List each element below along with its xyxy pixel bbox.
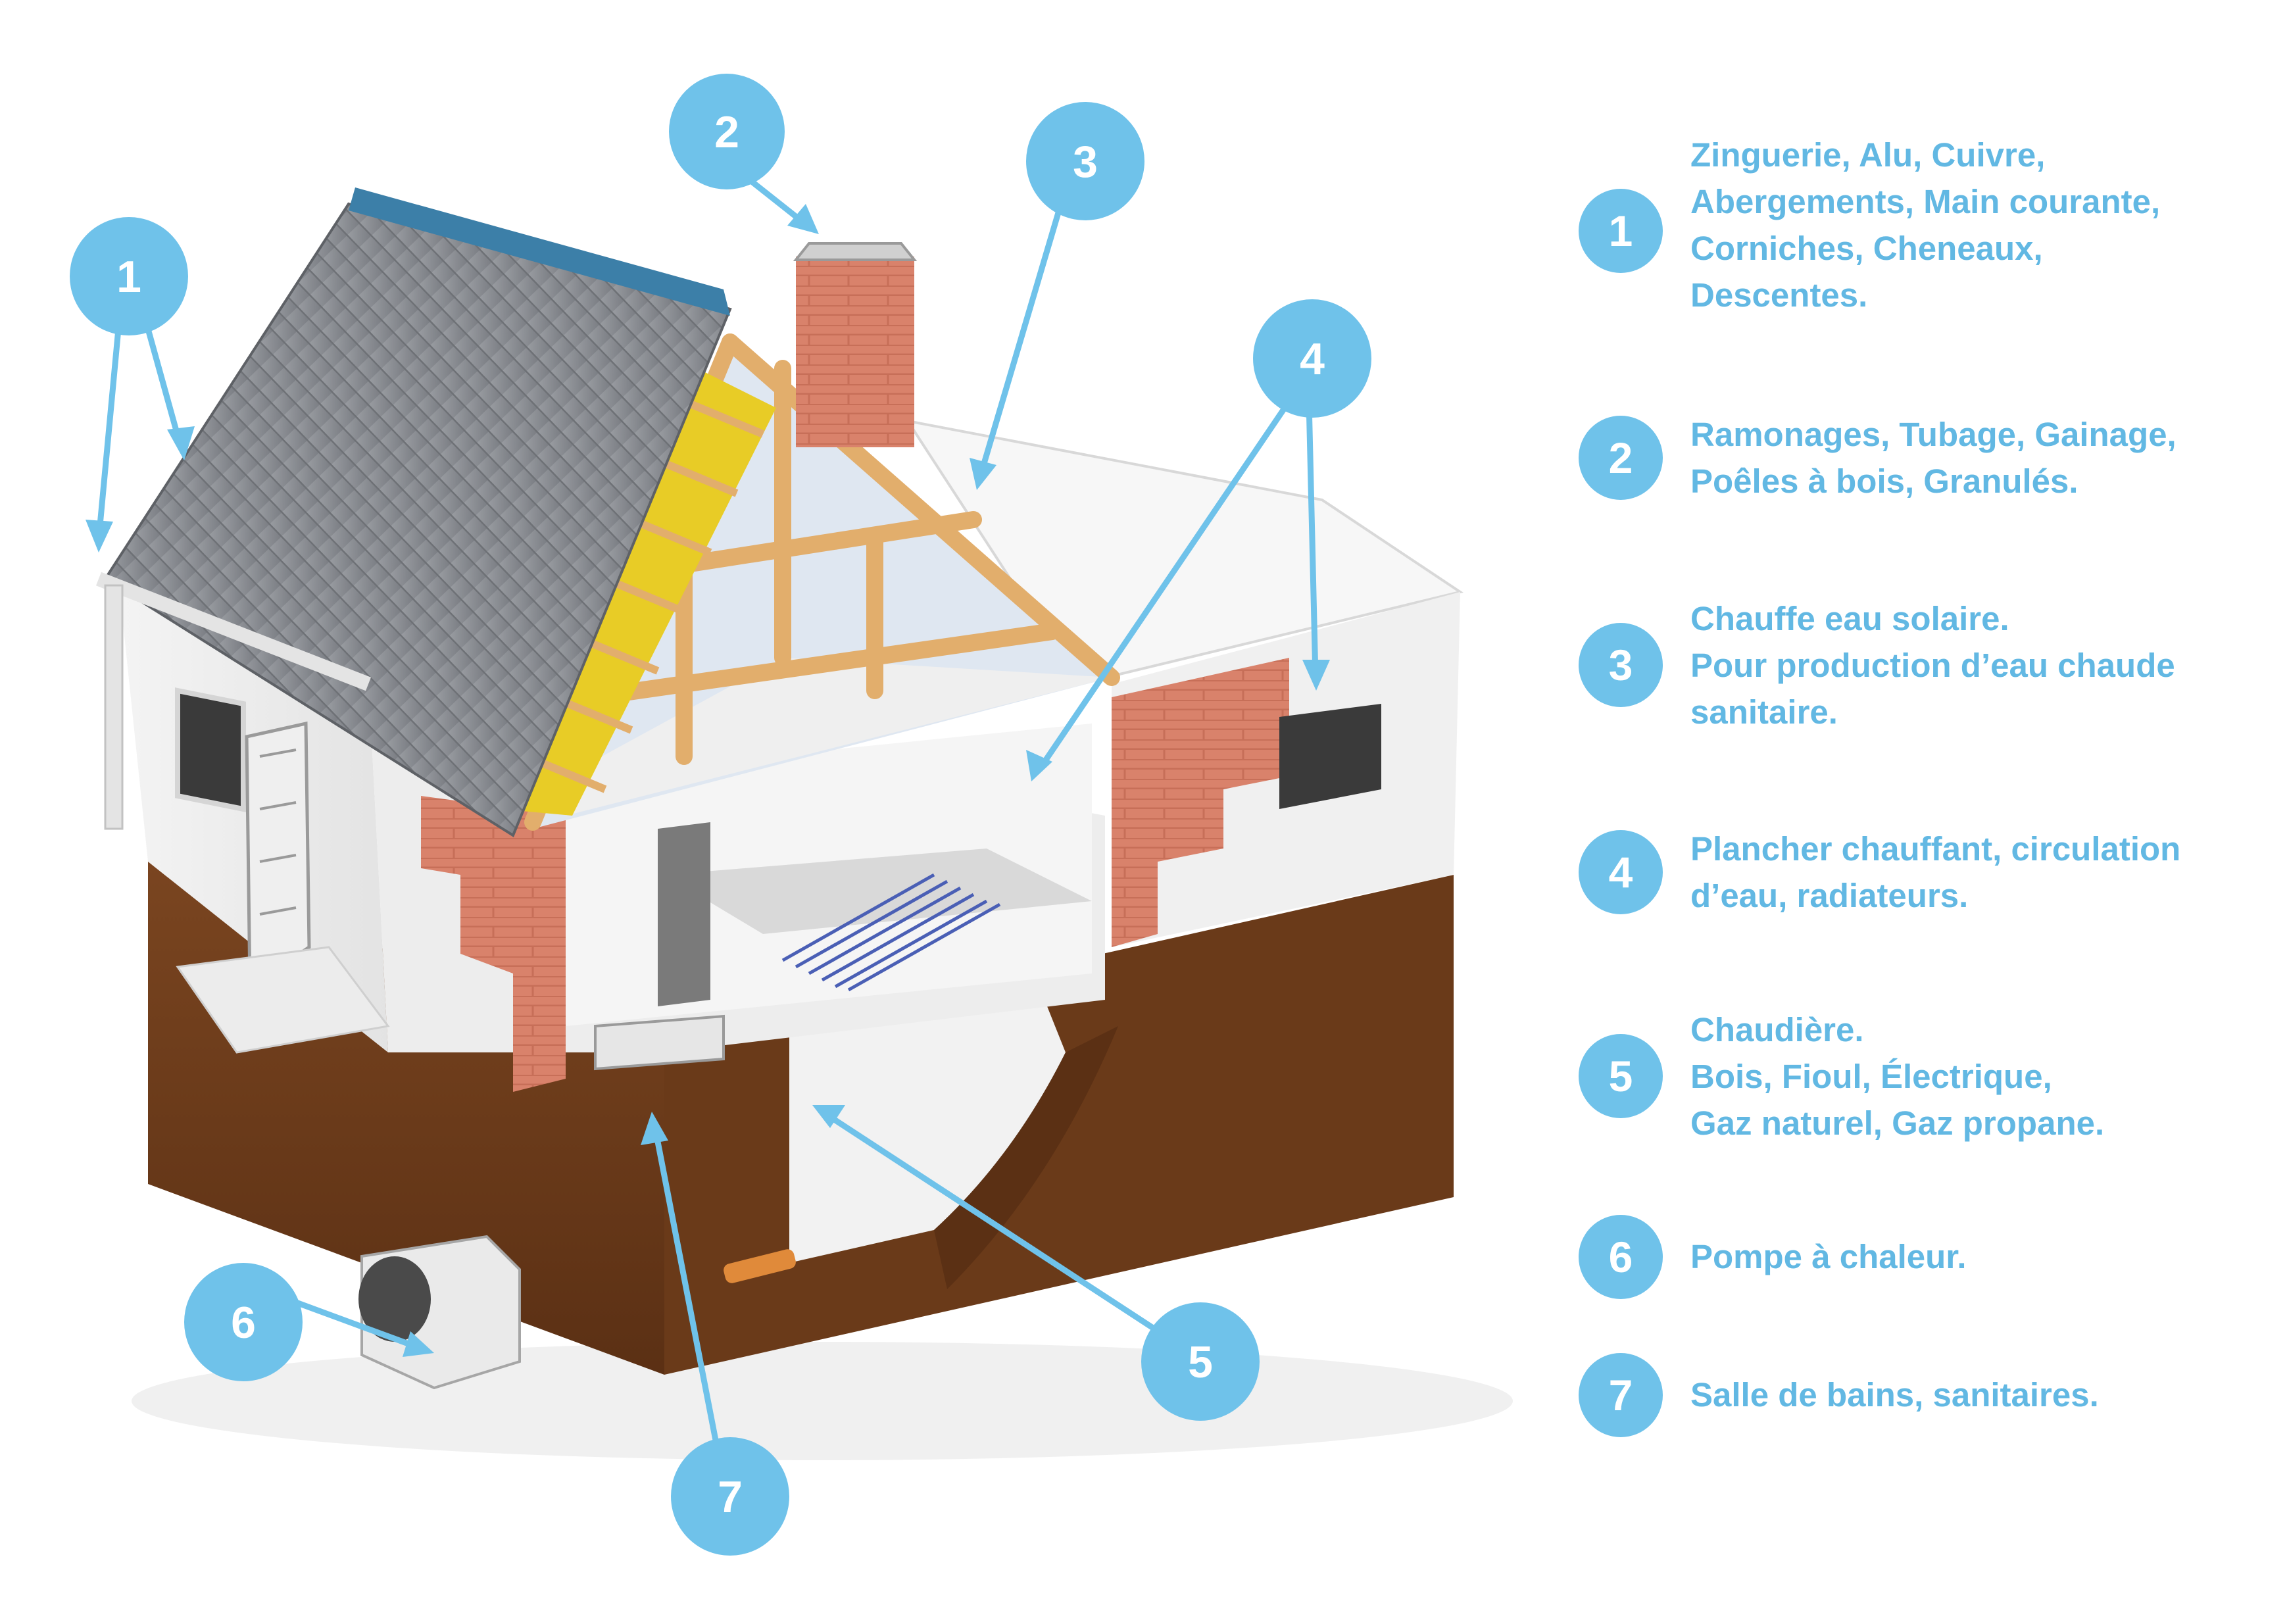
legend-badge-4: 4 xyxy=(1579,830,1663,914)
roof-ridge xyxy=(349,187,730,316)
interior-floor xyxy=(664,849,1092,934)
legend-line: Abergements, Main courante, xyxy=(1690,183,2161,220)
legend-badge-1: 1 xyxy=(1579,189,1663,273)
legend-text-3: Chauffe eau solaire. Pour production d’e… xyxy=(1690,595,2282,735)
legend-line: sanitaire. xyxy=(1690,693,1838,731)
underfloor-heating-pipes xyxy=(781,873,1001,992)
legend-line: Plancher chauffant, circulation xyxy=(1690,830,2181,868)
callout-7: 7 xyxy=(671,1437,789,1556)
legend-line: Zinguerie, Alu, Cuivre, xyxy=(1690,136,2046,174)
legend-text-5: Chaudière. Bois, Fioul, Électrique, Gaz … xyxy=(1690,1006,2282,1146)
legend-line: Descentes. xyxy=(1690,276,1868,314)
callout-4-label: 4 xyxy=(1300,334,1325,384)
gutter xyxy=(96,572,371,691)
legend-badge-3: 3 xyxy=(1579,623,1663,707)
legend-line: Salle de bains, sanitaires. xyxy=(1690,1376,2099,1414)
callout-5: 5 xyxy=(1141,1302,1260,1421)
legend-badge-6: 6 xyxy=(1579,1215,1663,1299)
legend-text-6: Pompe à chaleur. xyxy=(1690,1233,2282,1280)
callout-arrows xyxy=(95,161,1319,1450)
basement-pipes xyxy=(724,1249,796,1283)
callout-2-label: 2 xyxy=(714,107,739,157)
legend-text-2: Ramonages, Tubage, Gainage, Poêles à boi… xyxy=(1690,411,2282,504)
legend-badge-7: 7 xyxy=(1579,1353,1663,1437)
callout-1-label: 1 xyxy=(116,252,141,302)
callout-3-label: 3 xyxy=(1073,137,1098,187)
arrow-heads xyxy=(86,204,1330,1357)
legend-badge-2: 2 xyxy=(1579,416,1663,500)
soil-slope xyxy=(934,1026,1118,1289)
legend-line: Poêles à bois, Granulés. xyxy=(1690,462,2078,500)
chimney xyxy=(796,257,914,447)
callout-1: 1 xyxy=(70,217,188,335)
chimney-cap xyxy=(793,242,918,261)
bathroom-sink xyxy=(594,1014,725,1071)
callout-6: 6 xyxy=(184,1263,303,1381)
callout-3: 3 xyxy=(1026,102,1144,220)
callout-2: 2 xyxy=(669,74,785,189)
callout-7-label: 7 xyxy=(718,1472,743,1522)
rafter-battens xyxy=(524,397,765,793)
legend-badge-5: 5 xyxy=(1579,1034,1663,1118)
downpipe xyxy=(104,584,124,830)
legend-line: Corniches, Cheneaux, xyxy=(1690,230,2043,267)
front-step xyxy=(176,946,390,1054)
legend-text-7: Salle de bains, sanitaires. xyxy=(1690,1371,2282,1418)
legend-line: Gaz naturel, Gaz propane. xyxy=(1690,1104,2105,1142)
legend-text-1: Zinguerie, Alu, Cuivre, Abergements, Mai… xyxy=(1690,132,2282,318)
main-window xyxy=(175,687,246,812)
attic-floor xyxy=(566,658,1112,816)
ground-shadow xyxy=(132,1342,1513,1460)
callout-5-label: 5 xyxy=(1188,1337,1213,1387)
legend-line: Chauffe eau solaire. xyxy=(1690,600,2009,637)
door-panes xyxy=(259,749,297,916)
legend-line: Chaudière. xyxy=(1690,1011,1864,1048)
callout-6-label: 6 xyxy=(231,1298,256,1348)
basement-cutaway xyxy=(789,987,1066,1263)
legend-line: Bois, Fioul, Électrique, xyxy=(1690,1058,2052,1095)
legend-line: Pour production d’eau chaude xyxy=(1690,647,2175,684)
legend-line: Ramonages, Tubage, Gainage, xyxy=(1690,416,2176,453)
interior-brick-left xyxy=(421,796,566,1092)
legend-line: Pompe à chaleur. xyxy=(1690,1238,1967,1275)
annex-brick xyxy=(1112,658,1289,947)
legend-line: d’eau, radiateurs. xyxy=(1690,877,1969,914)
french-door xyxy=(245,721,311,990)
callout-4: 4 xyxy=(1253,299,1371,418)
staircase xyxy=(658,822,710,1006)
annex-window xyxy=(1279,704,1381,809)
heat-pump-fan xyxy=(358,1256,431,1342)
legend-text-4: Plancher chauffant, circulation d’eau, r… xyxy=(1690,825,2282,919)
